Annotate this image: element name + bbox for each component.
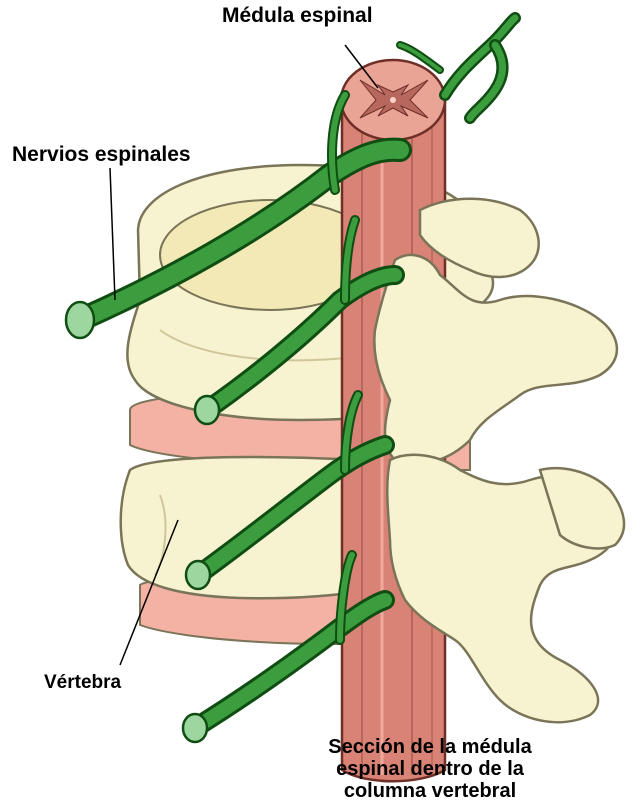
figure-caption: Sección de la médula espinal dentro de l… [280,736,580,802]
nerve-end-icon [186,561,210,589]
caption-line-2: espinal dentro de la [280,758,580,780]
caption-line-3: columna vertebral [280,780,580,802]
leader-spinal-nerves [110,168,115,300]
caption-line-1: Sección de la médula [280,736,580,758]
label-spinal-nerves: Nervios espinales [12,143,191,167]
upper-process [374,255,617,464]
nerve-end-icon [195,396,219,424]
nerve-end-icon [66,302,94,338]
label-vertebra: Vértebra [44,672,121,694]
nerve-end-icon [183,714,207,742]
label-spinal-cord: Médula espinal [222,4,373,28]
